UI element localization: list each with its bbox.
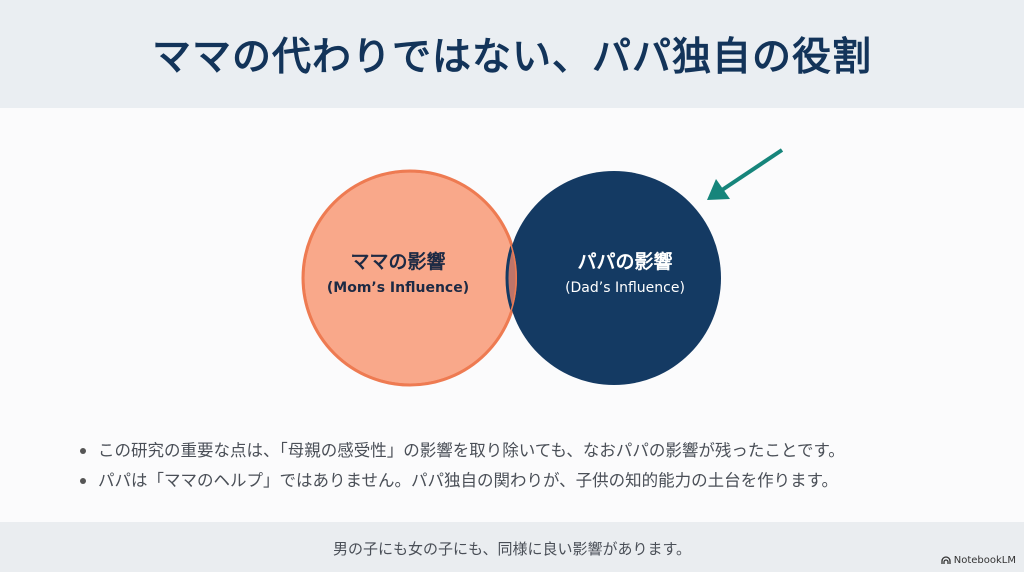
bullet-item: この研究の重要な点は、「母親の感受性」の影響を取り除いても、なおパパの影響が残っ… — [80, 436, 845, 466]
footer: 男の子にも女の子にも、同様に良い影響があります。 NotebookLM — [0, 522, 1024, 572]
bullet-text: パパは「ママのヘルプ」ではありません。パパ独自の関わりが、子供の知的能力の土台を… — [98, 471, 839, 490]
notebooklm-brand: NotebookLM — [941, 555, 1016, 566]
dad-circle-outline — [505, 171, 517, 385]
page-title: ママの代わりではない、パパ独自の役割 — [151, 35, 872, 80]
footer-text: 男の子にも女の子にも、同様に良い影響があります。 — [332, 540, 692, 558]
mom-sublabel: (Mom’s Influence) — [327, 280, 469, 296]
header: ママの代わりではない、パパ独自の役割 — [0, 0, 1024, 108]
mom-label: ママの影響 — [350, 250, 445, 273]
brand-label: NotebookLM — [953, 555, 1016, 566]
dad-sublabel: (Dad’s Influence) — [565, 280, 685, 296]
bullet-item: パパは「ママのヘルプ」ではありません。パパ独自の関わりが、子供の知的能力の土台を… — [80, 466, 845, 496]
dad-circle — [507, 171, 721, 385]
bullet-dot — [80, 478, 86, 484]
notebooklm-logo-icon — [941, 556, 951, 564]
bullet-list: この研究の重要な点は、「母親の感受性」の影響を取り除いても、なおパパの影響が残っ… — [80, 436, 845, 496]
arrow-icon — [707, 148, 784, 200]
bullet-dot — [80, 448, 86, 454]
venn-diagram: ママの影響 (Mom’s Influence) パパの影響 (Dad’s Inf… — [301, 148, 784, 387]
dad-label: パパの影響 — [577, 250, 672, 273]
mom-circle-outline — [303, 171, 517, 385]
bullet-text: この研究の重要な点は、「母親の感受性」の影響を取り除いても、なおパパの影響が残っ… — [98, 441, 845, 460]
